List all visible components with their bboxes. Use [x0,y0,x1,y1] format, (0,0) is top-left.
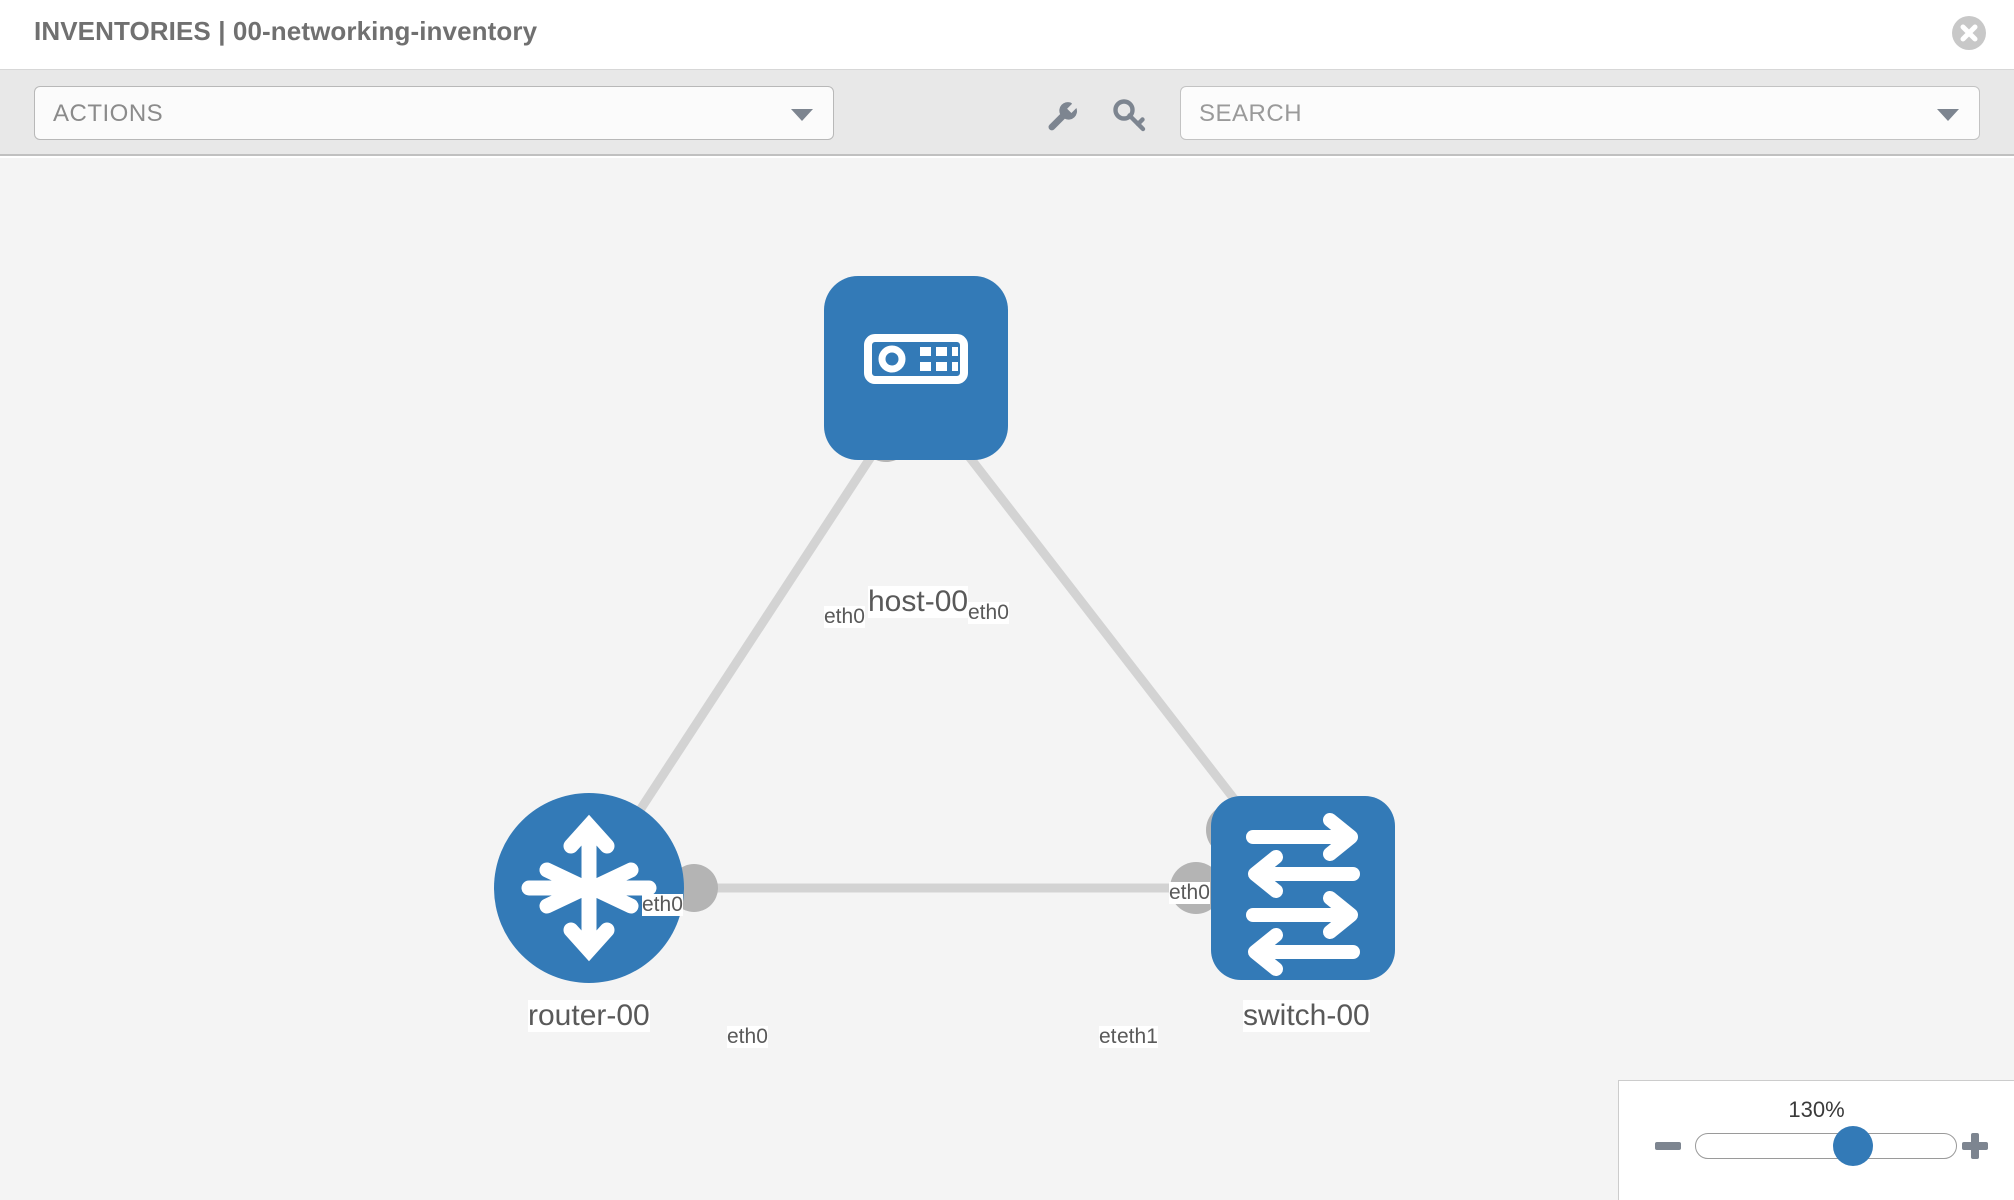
search-placeholder: SEARCH [1199,100,1303,127]
node-switch-00[interactable] [1211,796,1395,980]
page-title: INVENTORIES | 00-networking-inventory [34,16,538,46]
topology-canvas[interactable]: host-00 router-00 switch-00 eth0 eth0 et… [0,158,2014,1200]
zoom-slider-track[interactable] [1695,1133,1957,1159]
node-label-router-00: router-00 [528,999,650,1032]
node-host-00[interactable] [824,276,1008,460]
zoom-in-button[interactable] [1958,1129,1992,1163]
iface-label-router-uplink: eth0 [642,893,683,917]
zoom-control-panel: 130% [1618,1080,2014,1200]
search-input[interactable]: SEARCH [1180,86,1980,140]
key-icon [1113,99,1146,132]
topology-interfaces [670,406,1258,914]
close-icon [1960,24,1978,42]
minus-icon [1655,1142,1681,1150]
zoom-slider-handle[interactable] [1832,1126,1873,1166]
iface-label-switch-eth1: eth1 [1117,1025,1158,1049]
key-button[interactable] [1108,94,1152,138]
wrench-button[interactable] [1040,94,1084,138]
chevron-down-icon [791,109,813,121]
node-router-00[interactable] [494,793,684,983]
zoom-out-button[interactable] [1651,1129,1685,1163]
plus-icon [1962,1133,1988,1159]
topology-graph [494,276,1395,983]
toolbar: ACTIONS SEARCH [0,70,2014,156]
wrench-icon [1048,102,1078,131]
actions-dropdown[interactable]: ACTIONS [34,86,834,140]
search-chevron-down-icon [1937,109,1959,121]
topology-links [585,385,1307,893]
zoom-level-label: 130% [1788,1097,1845,1122]
iface-label-switch-uplink: eth0 [1169,881,1210,905]
link-host-router [585,385,920,891]
page-header: INVENTORIES | 00-networking-inventory [0,0,2014,70]
iface-label-router-eth0: eth0 [727,1025,768,1049]
actions-dropdown-label: ACTIONS [53,100,164,127]
iface-label-host-left: eth0 [824,605,865,629]
node-label-host-00: host-00 [868,585,969,618]
close-button[interactable] [1952,16,1986,50]
node-label-switch-00: switch-00 [1243,999,1370,1032]
iface-label-host-right: eth0 [968,601,1009,625]
